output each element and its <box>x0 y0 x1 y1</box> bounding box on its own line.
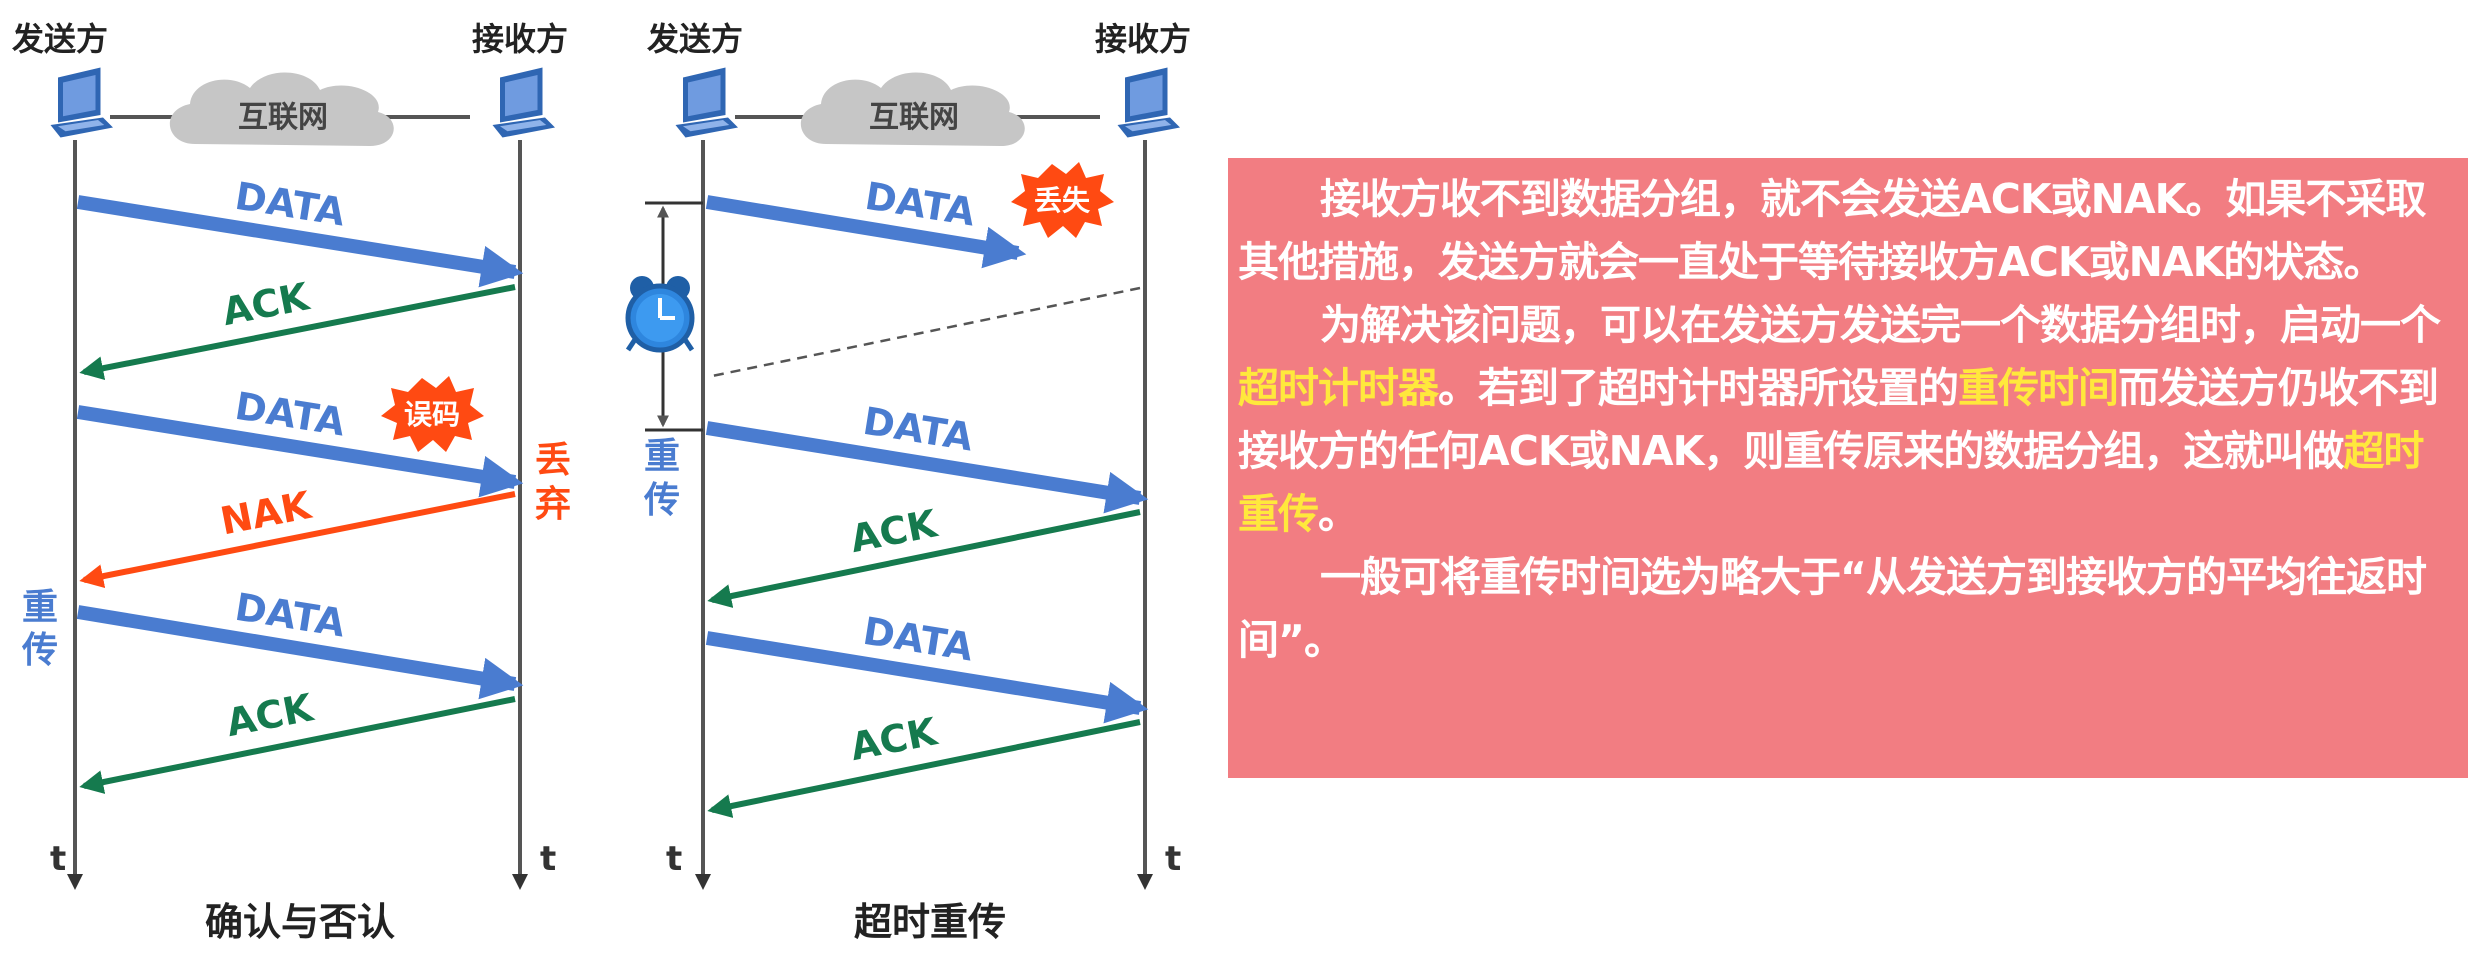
ack-arrow <box>707 509 1141 608</box>
ack-label: ACK <box>847 501 942 561</box>
retransmit-label-top: 重 <box>22 587 58 628</box>
discard-label-bottom: 弃 <box>535 484 571 525</box>
alarm-clock-icon <box>625 276 695 353</box>
receiver-laptop-icon <box>1117 67 1180 138</box>
internet-label: 互联网 <box>238 100 328 135</box>
sender-label: 发送方 <box>12 20 108 58</box>
retransmit-label-bottom: 传 <box>643 480 680 521</box>
internet-cloud: 互联网 <box>800 72 1025 146</box>
ack-arrow <box>707 719 1141 818</box>
sender-label: 发送方 <box>647 20 743 58</box>
left-panel-caption: 确认与否认 <box>205 900 395 944</box>
data-arrow <box>76 605 524 700</box>
note-text: 而发送方仍收不到接收方的任何ACK或NAK，则重传原来的数据分组，这就叫做 <box>1238 364 2439 475</box>
note-text: 。若到了超时计时器所设置的 <box>1438 364 1959 412</box>
retransmit-label-bottom: 传 <box>21 630 58 671</box>
discard-label-top: 丢 <box>535 440 571 481</box>
left-panel: 发送方 接收方 互联网 t t DATA ACK DATA 误码 丢 弃 NAK <box>12 20 571 944</box>
data-arrow <box>705 631 1149 724</box>
receiver-time-label: t <box>1165 839 1181 879</box>
retransmit-time-highlight: 重传时间 <box>1958 364 2119 412</box>
internet-label: 互联网 <box>869 100 959 135</box>
receiver-laptop-icon <box>492 67 555 138</box>
right-panel: 发送方 接收方 互联网 t t DATA <box>625 20 1191 944</box>
sender-time-label: t <box>50 839 66 879</box>
note-paragraph-1: 接收方收不到数据分组，就不会发送ACK或NAK。如果不采取其他措施，发送方就会一… <box>1238 175 2426 286</box>
ack-label: ACK <box>219 274 314 334</box>
internet-cloud: 互联网 <box>169 72 394 146</box>
lost-label: 丢失 <box>1034 184 1091 217</box>
note-paragraph-3: 一般可将重传时间选为略大于“从发送方到接收方的平均往返时间”。 <box>1238 553 2427 664</box>
ack-arrow <box>79 284 516 381</box>
lost-burst: 丢失 <box>1011 162 1114 238</box>
sender-laptop-icon <box>675 67 738 138</box>
right-panel-caption: 超时重传 <box>854 900 1006 944</box>
data-arrow <box>705 195 1027 269</box>
receiver-time-label: t <box>540 839 556 879</box>
data-arrow <box>76 405 524 498</box>
error-burst: 误码 <box>381 376 484 452</box>
timeout-retransmit-highlight: 超时重传 <box>1238 427 2424 538</box>
receiver-label: 接收方 <box>1095 20 1191 58</box>
timeout-timer-highlight: 超时计时器 <box>1238 364 1439 412</box>
ack-label: ACK <box>223 685 318 745</box>
sender-time-label: t <box>666 839 682 879</box>
sender-laptop-icon <box>50 67 113 138</box>
explanation-note: 接收方收不到数据分组，就不会发送ACK或NAK。如果不采取其他措施，发送方就会一… <box>1228 158 2468 778</box>
receiver-label: 接收方 <box>472 20 568 58</box>
ack-label: ACK <box>847 709 942 769</box>
error-label: 误码 <box>404 398 460 431</box>
note-text: 。 <box>1318 490 1359 538</box>
retransmit-label-top: 重 <box>644 436 680 477</box>
data-arrow <box>705 421 1149 514</box>
note-text: 为解决该问题，可以在发送方发送完一个数据分组时，启动一个 <box>1320 301 2441 349</box>
note-paragraph-2: 为解决该问题，可以在发送方发送完一个数据分组时，启动一个超时计时器。若到了超时计… <box>1238 294 2444 546</box>
ack-arrow <box>79 696 516 794</box>
data-arrow <box>76 195 524 288</box>
timeout-dashed-line <box>711 286 1141 378</box>
nak-arrow <box>79 491 516 589</box>
